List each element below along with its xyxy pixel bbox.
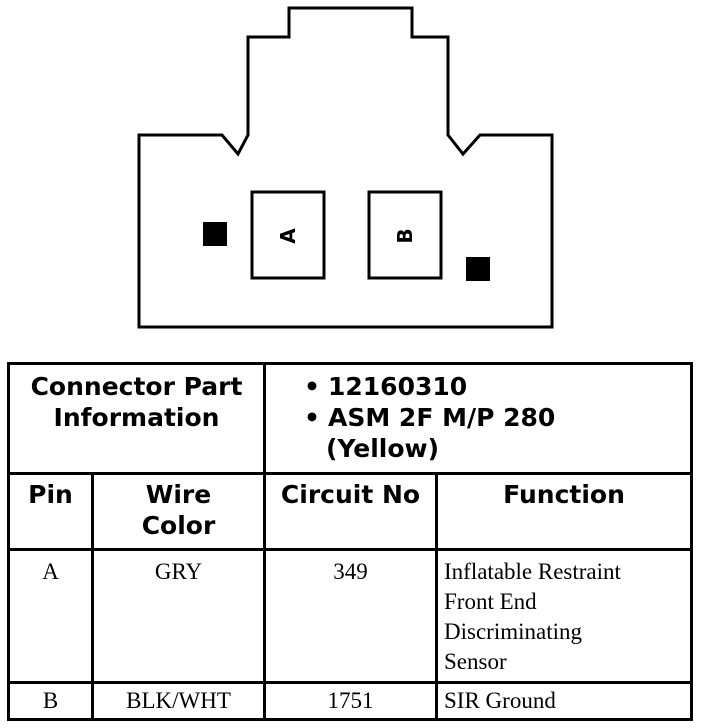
pin-header-cell: Pin (7, 472, 94, 551)
pin-value: A (42, 559, 59, 584)
function-line: Inflatable Restraint (444, 559, 621, 584)
function-line: Discriminating (444, 619, 582, 644)
part-color: (Yellow) (326, 434, 440, 463)
wire-color-cell: GRY (90, 548, 267, 684)
bullet: • (304, 372, 320, 401)
locator-square-left (203, 222, 227, 246)
locator-square-right (466, 257, 490, 281)
part-info-label-line2: Information (53, 403, 220, 432)
circuit-no-value: 349 (333, 559, 368, 584)
table-row: A GRY 349 Inflatable Restraint Front End… (7, 548, 694, 684)
function-line: Sensor (444, 649, 507, 674)
part-info-label-line1: Connector Part (30, 372, 243, 401)
part-info-label-cell: Connector Part Information (6, 362, 267, 475)
circuit-no-cell: 1751 (263, 681, 439, 721)
connector-housing-outline (137, 6, 554, 329)
part-number-text: 12160310 (328, 372, 468, 401)
wire-color-header-cell: Wire Color (90, 472, 267, 551)
part-number-item: • ASM 2F M/P 280 (304, 402, 690, 433)
circuit-no-cell: 349 (263, 548, 439, 684)
wire-color-value: GRY (154, 559, 203, 584)
table-row: B BLK/WHT 1751 SIR Ground (7, 681, 694, 721)
part-numbers-cell: • 12160310 • ASM 2F M/P 280 (Yellow) (263, 362, 694, 475)
pin-header: Pin (28, 480, 73, 509)
cavity-b-box (367, 190, 443, 280)
connector-info-table: Connector Part Information •12160310 •AS… (6, 362, 694, 721)
function-header-cell: Function (435, 472, 694, 551)
wire-color-cell: BLK/WHT (90, 681, 267, 721)
function-header: Function (503, 480, 625, 509)
connector-face-diagram: A B (137, 6, 554, 329)
part-number-item: • 12160310 (304, 371, 690, 402)
cavity-a-box (250, 190, 326, 280)
pin-cell: A (7, 548, 94, 684)
circuit-no-header: Circuit No (280, 480, 421, 509)
part-info-row: Connector Part Information • 12160310 • AS… (6, 362, 694, 475)
bullet: • (304, 403, 320, 432)
circuit-no-header-cell: Circuit No (263, 472, 439, 551)
cavity-a-label: A (276, 228, 300, 244)
cavity-b-label: B (393, 228, 417, 243)
pin-value: B (42, 688, 59, 713)
function-line: Front End (444, 589, 537, 614)
part-number-text: ASM 2F M/P 280 (328, 403, 556, 432)
function-cell: Inflatable Restraint Front End Discrimin… (435, 548, 694, 684)
function-line: SIR Ground (444, 688, 556, 713)
wire-color-header-line2: Color (141, 511, 216, 540)
column-header-row: Pin Wire Color Circuit No Function (7, 472, 694, 551)
wire-color-value: BLK/WHT (126, 688, 231, 713)
wire-color-header-line1: Wire (145, 480, 212, 509)
pin-cell: B (7, 681, 94, 721)
function-cell: SIR Ground (435, 681, 694, 721)
circuit-no-value: 1751 (327, 688, 374, 713)
